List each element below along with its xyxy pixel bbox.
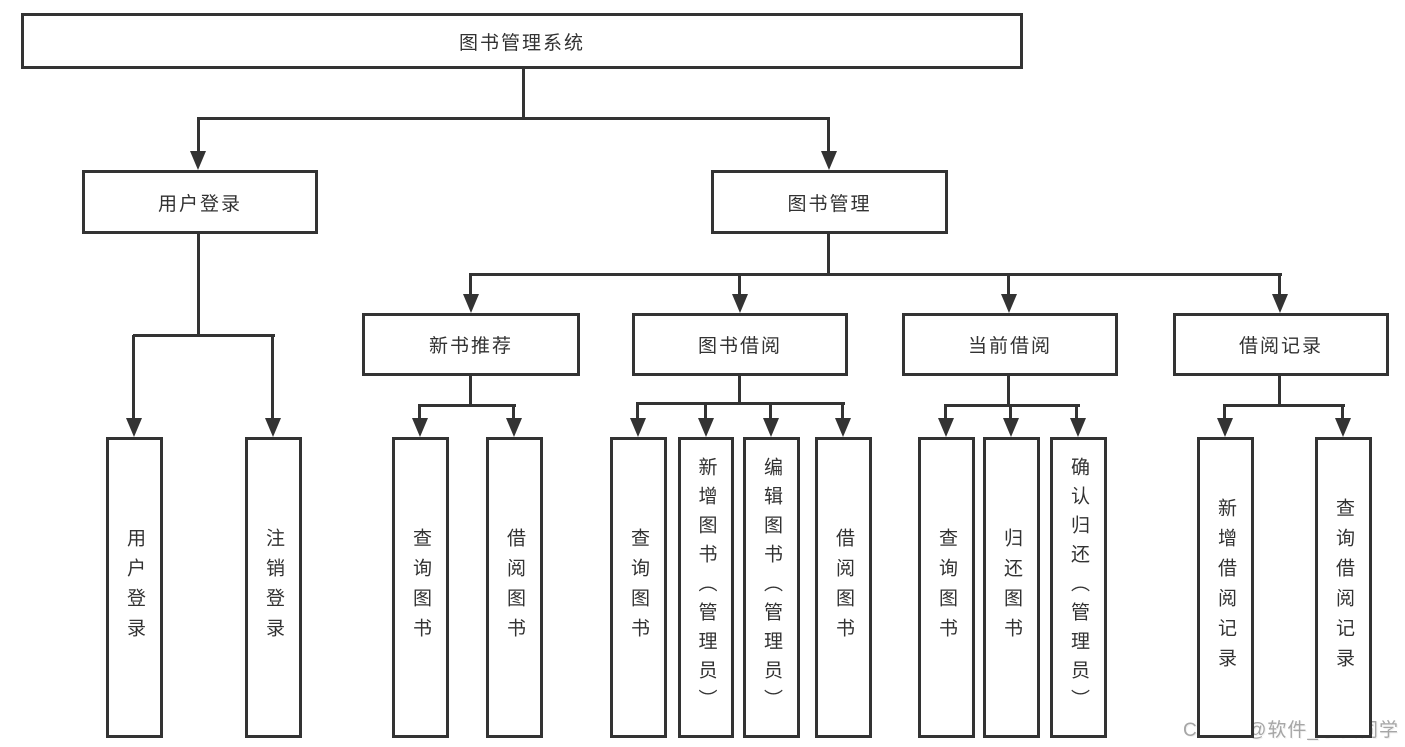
connector-line [1341, 405, 1344, 421]
leaf-nbr-borrow-books-label: 借阅图书 [504, 527, 525, 648]
arrow-down-icon [698, 418, 714, 437]
arrow-down-icon [190, 151, 206, 170]
connector-line [197, 117, 830, 120]
leaf-bb-borrow-books: 借阅图书 [815, 437, 872, 738]
arrow-down-icon [1272, 294, 1288, 313]
node-current-borrowing-label: 当前借阅 [967, 336, 1052, 357]
leaf-cb-query-books-label: 查询图书 [936, 527, 957, 648]
connector-line [512, 405, 515, 421]
node-borrowing-records-label: 借阅记录 [1238, 336, 1323, 357]
arrow-down-icon [763, 418, 779, 437]
leaf-nbr-borrow-books: 借阅图书 [486, 437, 543, 738]
leaf-bb-add-books-admin-label: 新增图书（管理员） [695, 457, 717, 718]
arrow-down-icon [1001, 294, 1017, 313]
leaf-nbr-query-books-label: 查询图书 [410, 527, 431, 648]
leaf-br-query-record: 查询借阅记录 [1315, 437, 1372, 738]
connector-line [1278, 376, 1281, 407]
leaf-nbr-query-books: 查询图书 [392, 437, 449, 738]
node-user-login-label: 用户登录 [157, 193, 242, 215]
arrow-down-icon [506, 418, 522, 437]
connector-line [944, 405, 947, 421]
node-library-system: 图书管理系统 [21, 13, 1023, 69]
node-new-book-recommend: 新书推荐 [362, 313, 580, 376]
leaf-br-query-record-label: 查询借阅记录 [1333, 497, 1354, 678]
connector-line [636, 403, 639, 421]
leaf-bb-query-books: 查询图书 [610, 437, 667, 738]
connector-line [1007, 376, 1010, 407]
node-book-management-label: 图书管理 [787, 193, 872, 215]
node-new-book-recommend-label: 新书推荐 [428, 336, 513, 357]
leaf-bb-edit-books-admin-label: 编辑图书（管理员） [761, 457, 782, 718]
leaf-bb-edit-books-admin: 编辑图书（管理员） [743, 437, 800, 738]
leaf-cb-return-books-label: 归还图书 [1001, 527, 1022, 648]
connector-line [738, 376, 741, 405]
leaf-cb-confirm-return-admin: 确认归还（管理员） [1050, 437, 1107, 738]
arrow-down-icon [1217, 418, 1233, 437]
arrow-down-icon [938, 418, 954, 437]
arrow-down-icon [821, 151, 837, 170]
leaf-cb-return-books: 归还图书 [983, 437, 1040, 738]
connector-line [132, 335, 135, 421]
leaf-br-add-record-label: 新增借阅记录 [1215, 497, 1236, 678]
connector-line [841, 403, 844, 421]
connector-line [1223, 404, 1345, 407]
connector-line [944, 404, 1080, 407]
arrow-down-icon [1335, 418, 1351, 437]
leaf-bb-borrow-books-label: 借阅图书 [833, 527, 854, 648]
connector-line [197, 118, 200, 154]
connector-line [1223, 405, 1226, 421]
arrow-down-icon [265, 418, 281, 437]
leaf-br-add-record: 新增借阅记录 [1197, 437, 1254, 738]
connector-line [197, 234, 200, 335]
connector-line [522, 69, 525, 119]
connector-line [827, 234, 830, 274]
connector-line [1278, 273, 1281, 297]
node-current-borrowing: 当前借阅 [902, 313, 1118, 376]
connector-line [827, 118, 830, 154]
arrow-down-icon [630, 418, 646, 437]
connector-line [469, 273, 472, 297]
node-user-login: 用户登录 [82, 170, 318, 234]
connector-line [1007, 273, 1010, 297]
arrow-down-icon [412, 418, 428, 437]
leaf-user-login: 用户登录 [106, 437, 163, 738]
leaf-bb-query-books-label: 查询图书 [628, 527, 649, 648]
node-book-borrowing-label: 图书借阅 [697, 336, 782, 357]
connector-line [1009, 405, 1012, 421]
arrow-down-icon [1003, 418, 1019, 437]
connector-line [470, 273, 1282, 276]
arrow-down-icon [732, 294, 748, 313]
leaf-bb-add-books-admin: 新增图书（管理员） [678, 437, 734, 738]
connector-line [469, 376, 472, 407]
connector-line [1075, 405, 1078, 421]
leaf-logout-label: 注销登录 [263, 527, 284, 648]
arrow-down-icon [126, 418, 142, 437]
connector-line [418, 404, 516, 407]
node-library-system-label: 图书管理系统 [458, 32, 585, 54]
leaf-cb-confirm-return-admin-label: 确认归还（管理员） [1068, 457, 1089, 718]
arrow-down-icon [463, 294, 479, 313]
connector-line [704, 403, 707, 421]
leaf-user-login-label: 用户登录 [124, 527, 145, 648]
leaf-logout: 注销登录 [245, 437, 302, 738]
connector-line [738, 273, 741, 297]
arrow-down-icon [1070, 418, 1086, 437]
node-book-borrowing: 图书借阅 [632, 313, 848, 376]
arrow-down-icon [835, 418, 851, 437]
connector-line [418, 405, 421, 421]
connector-line [133, 334, 275, 337]
node-book-management: 图书管理 [711, 170, 948, 234]
connector-line [769, 403, 772, 421]
leaf-cb-query-books: 查询图书 [918, 437, 975, 738]
node-borrowing-records: 借阅记录 [1173, 313, 1389, 376]
connector-line [271, 335, 274, 421]
connector-line [636, 402, 845, 405]
